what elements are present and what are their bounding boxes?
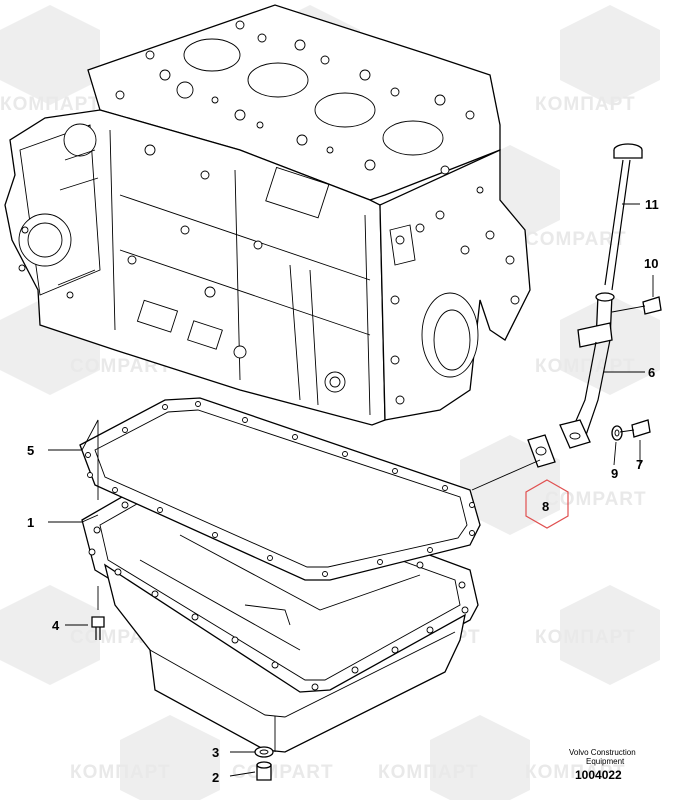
callout-7: 7	[636, 457, 643, 472]
callout-10: 10	[644, 256, 658, 271]
callout-11: 11	[645, 197, 659, 212]
watermark-text: COMPART	[545, 489, 647, 510]
watermark-text: КОМПАРТ	[378, 762, 479, 783]
caption-line-2: Equipment	[586, 757, 625, 766]
leader-lines	[48, 203, 654, 777]
engine-block	[4, 4, 531, 426]
deck-holes	[115, 20, 475, 175]
callout-8-highlight	[525, 479, 569, 529]
bolt-10	[642, 296, 662, 315]
pan-bolt	[91, 616, 105, 628]
callout-6: 6	[648, 365, 655, 380]
watermark-text: КОМПАРТ	[535, 627, 636, 648]
watermark-text: КОМПАРТ	[525, 762, 626, 783]
callout-1: 1	[27, 515, 34, 530]
bolt-7	[631, 419, 651, 438]
oil-pan-gasket	[79, 397, 481, 581]
gasket-holes	[85, 401, 475, 577]
callout-5: 5	[27, 443, 34, 458]
callout-3: 3	[212, 745, 219, 760]
dipstick-assembly	[559, 143, 643, 449]
watermark-text: COMPART	[525, 229, 627, 250]
watermark-text: КОМПАРТ	[0, 94, 101, 115]
drain-parts	[91, 586, 274, 781]
callout-9: 9	[611, 466, 618, 481]
document-number: 1004022	[575, 768, 622, 782]
watermark-text: КОМПАРТ	[535, 94, 636, 115]
watermark-text: COMPART	[70, 356, 172, 377]
watermark-text: КОМПАРТ	[535, 356, 636, 377]
watermark-text: КОМПАРТ	[70, 762, 171, 783]
callout-4: 4	[52, 618, 60, 633]
callout-2: 2	[212, 770, 219, 785]
callout-8: 8	[542, 499, 549, 514]
watermark-text: COMPART	[232, 762, 334, 783]
small-parts	[527, 296, 662, 468]
caption-line-1: Volvo Construction	[569, 748, 636, 757]
